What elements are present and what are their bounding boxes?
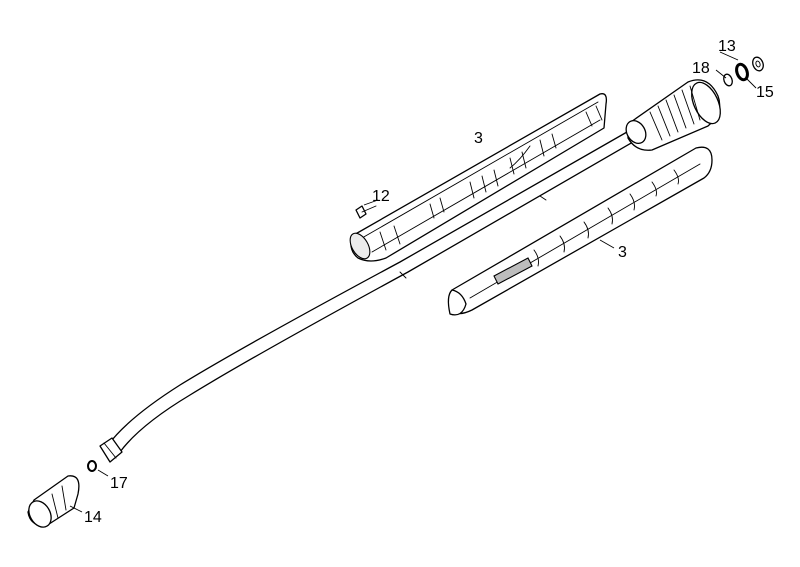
grip-half-shell-upper xyxy=(349,93,608,262)
small-nut-icon xyxy=(752,56,764,72)
small-ring-icon xyxy=(723,73,733,87)
callout-part-15: 15 xyxy=(756,84,774,101)
callout-part-18: 18 xyxy=(692,60,710,77)
o-ring-icon xyxy=(735,62,749,82)
callout-part-3-upper: 3 xyxy=(474,130,483,147)
callout-part-12: 12 xyxy=(372,188,390,205)
screw-icon xyxy=(355,205,377,219)
leader-lines xyxy=(69,51,757,513)
small-seal-icon xyxy=(87,460,97,472)
brand-plate-icon xyxy=(493,257,533,285)
spray-lance xyxy=(107,127,641,453)
nozzle-cap-icon xyxy=(27,475,80,528)
callout-part-3-lower: 3 xyxy=(618,244,627,261)
union-nut-icon xyxy=(625,79,721,151)
nozzle-coupling-icon xyxy=(99,437,123,463)
callout-part-17: 17 xyxy=(110,475,128,492)
grip-half-shell-lower xyxy=(447,146,713,316)
callout-part-13: 13 xyxy=(718,38,736,55)
callout-part-14: 14 xyxy=(84,509,102,526)
